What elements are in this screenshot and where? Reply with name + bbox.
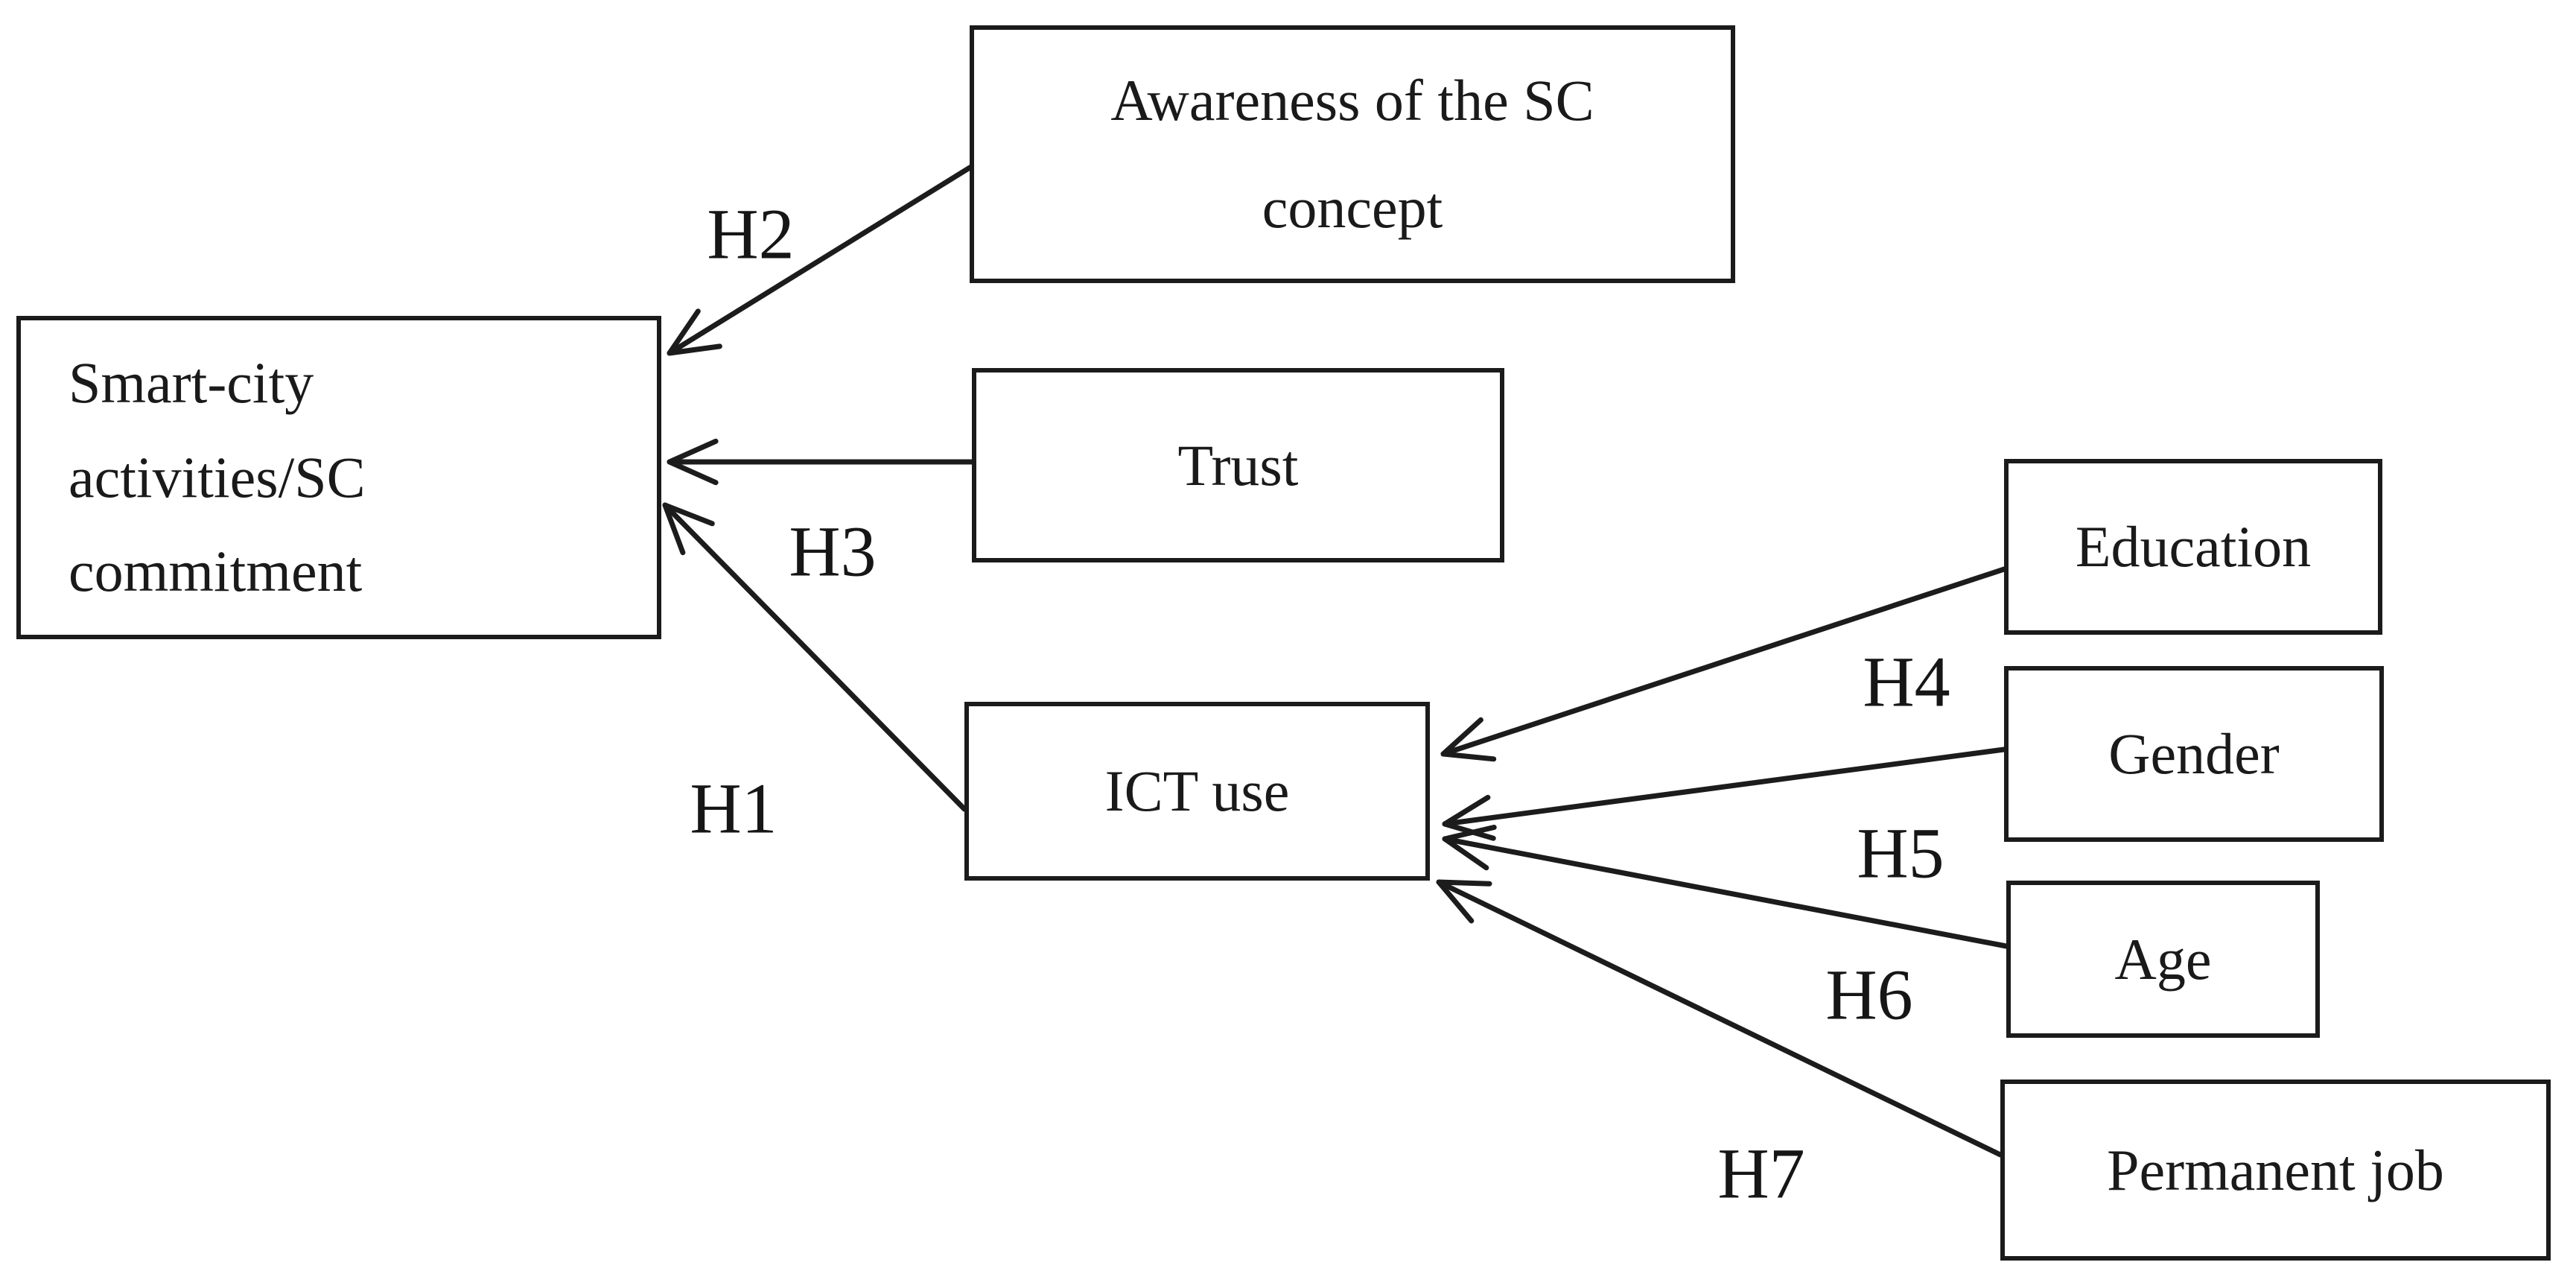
node-permanent-job: Permanent job [2000,1080,2551,1261]
arrow-h1-head [662,502,715,556]
node-smart-city-label: Smart-city activities/SC commitment [69,350,366,604]
node-ict-use-label: ICT use [1104,758,1290,824]
arrow-h4-line [1440,566,2007,757]
node-trust: Trust [972,368,1504,562]
arrow-h6-line [1442,836,2009,949]
arrow-h5-line [1442,746,2007,827]
arrow-h7-line [1436,879,2003,1158]
node-education-label: Education [2075,514,2312,580]
node-smart-city-activities: Smart-city activities/SC commitment [16,316,661,639]
node-permanent-job-label: Permanent job [2107,1137,2444,1202]
hypothesis-label-h4: H4 [1863,641,1950,722]
node-education: Education [2004,459,2382,635]
node-gender: Gender [2004,666,2384,842]
node-trust-label: Trust [1177,432,1299,498]
node-gender-label: Gender [2108,721,2280,787]
arrow-h1-line [662,502,967,812]
node-ict-use: ICT use [964,702,1430,881]
arrow-h3-head [667,438,719,486]
hypothesis-label-h6: H6 [1825,954,1913,1035]
node-age-label: Age [2114,926,2212,992]
hypothesis-label-h1: H1 [690,768,777,849]
hypothesis-label-h7: H7 [1717,1133,1805,1214]
hypothesis-label-h3: H3 [789,511,877,592]
arrow-h2-head [667,308,722,356]
arrow-h6-head [1442,825,1497,871]
arrow-h7-head [1436,879,1492,924]
arrow-h2-line [667,162,976,356]
node-awareness-of-sc-concept: Awareness of the SC concept [970,25,1735,283]
arrow-h4-head [1440,717,1497,762]
node-age: Age [2006,881,2320,1038]
hypothesis-label-h5: H5 [1857,813,1944,893]
node-awareness-label: Awareness of the SC concept [1110,67,1594,240]
hypothesis-label-h2: H2 [707,194,795,274]
